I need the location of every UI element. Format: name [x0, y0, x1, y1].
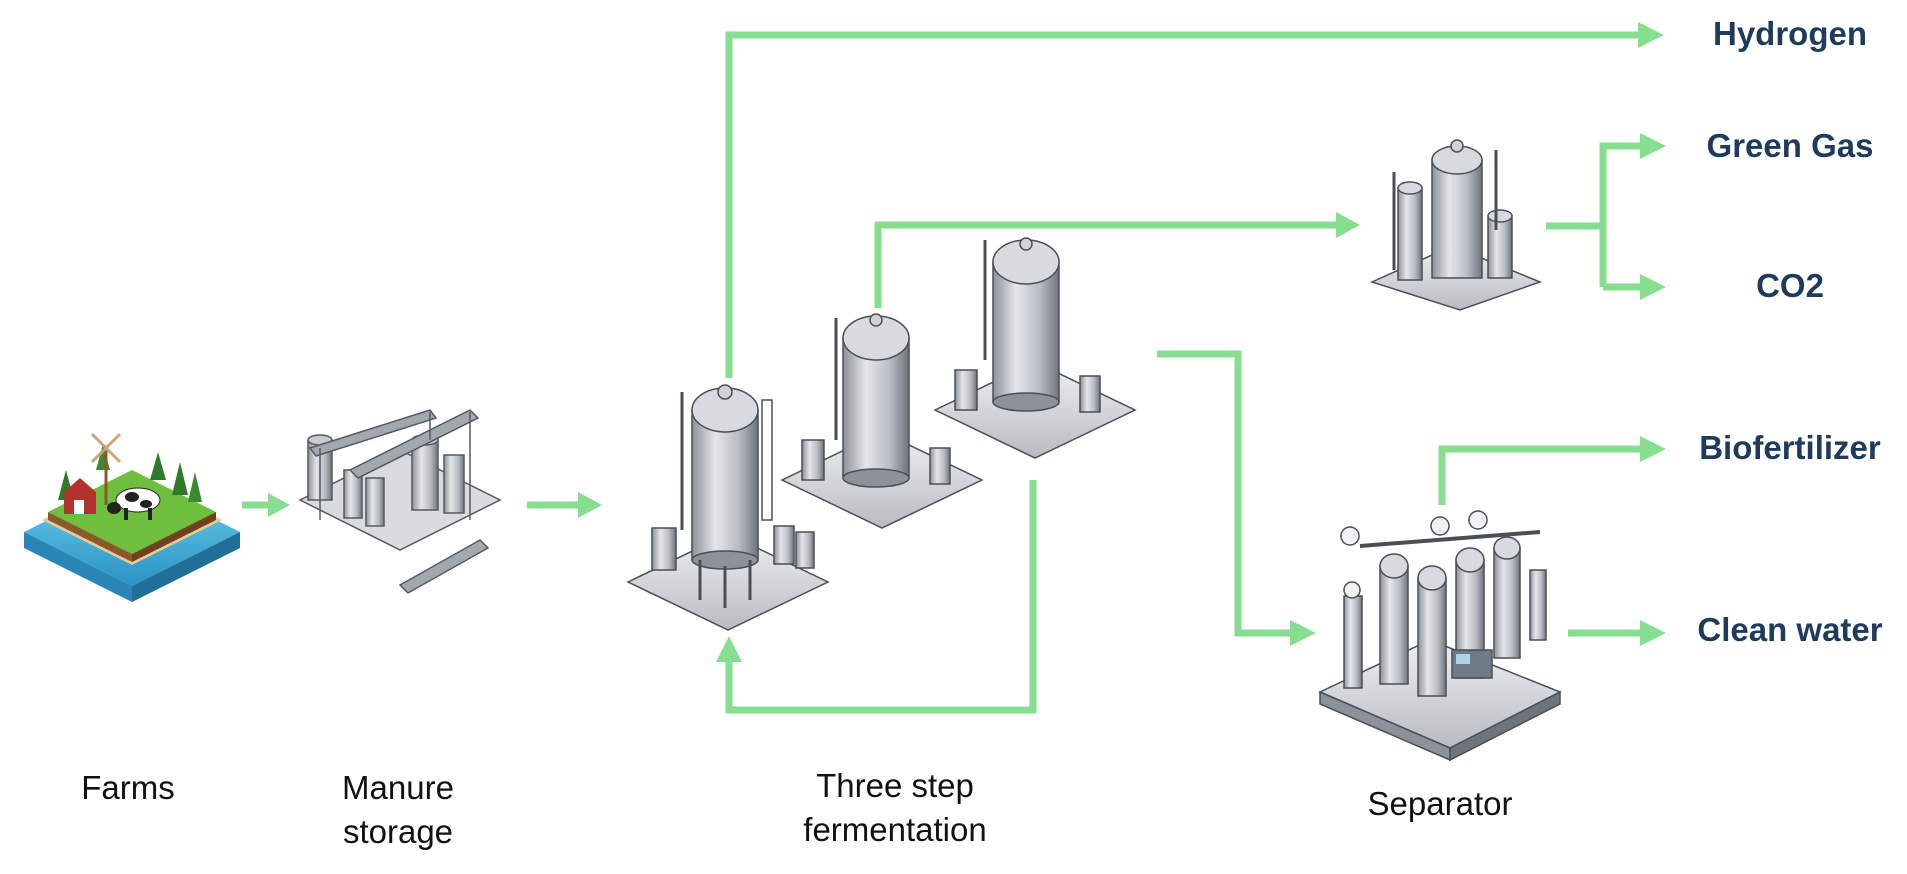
clean-water-label: Clean water	[1697, 611, 1883, 648]
farm-island-icon	[24, 432, 240, 602]
product-hydrogen: Hydrogen	[1680, 14, 1900, 54]
separator-label: Separator	[1367, 785, 1513, 822]
gas-upgrading-plant-icon	[1369, 139, 1543, 311]
arrow-manure-to-fermentation	[527, 492, 602, 518]
stage-label-separator: Separator	[1340, 782, 1540, 826]
product-clean-water: Clean water	[1676, 610, 1904, 650]
biofertilizer-label: Biofertilizer	[1699, 429, 1881, 466]
arrow-farms-to-manure	[242, 493, 290, 517]
arrow-to-separator	[1157, 350, 1316, 646]
fermentation-label-line2: fermentation	[803, 811, 987, 848]
product-biofertilizer: Biofertilizer	[1676, 428, 1904, 468]
co2-label: CO2	[1756, 267, 1824, 304]
fermentation-label-line1: Three step	[816, 767, 974, 804]
stage-label-fermentation: Three step fermentation	[770, 764, 1020, 852]
hydrogen-label: Hydrogen	[1712, 15, 1867, 52]
green-gas-label: Green Gas	[1706, 127, 1874, 164]
manure-storage-label-line1: Manure	[342, 769, 454, 806]
arrow-to-biofertilizer	[1438, 436, 1666, 505]
manure-storage-plant-icon	[298, 409, 502, 594]
stage-label-manure-storage: Manure storage	[318, 766, 478, 854]
fermentation-tanks-icon	[626, 237, 1137, 631]
product-green-gas: Green Gas	[1680, 126, 1900, 166]
farms-label: Farms	[81, 769, 175, 806]
arrow-to-gas-upgrader	[874, 212, 1360, 308]
manure-storage-label-line2: storage	[342, 813, 454, 850]
arrow-to-hydrogen	[725, 22, 1664, 378]
product-co2: CO2	[1680, 266, 1900, 306]
separator-plant-icon	[1318, 510, 1562, 762]
arrow-to-green-gas-and-co2	[1546, 133, 1666, 300]
arrow-to-clean-water	[1568, 620, 1666, 646]
flow-arrows	[242, 22, 1666, 714]
stage-label-farms: Farms	[58, 766, 198, 810]
arrow-recirculation-loop	[716, 480, 1037, 714]
